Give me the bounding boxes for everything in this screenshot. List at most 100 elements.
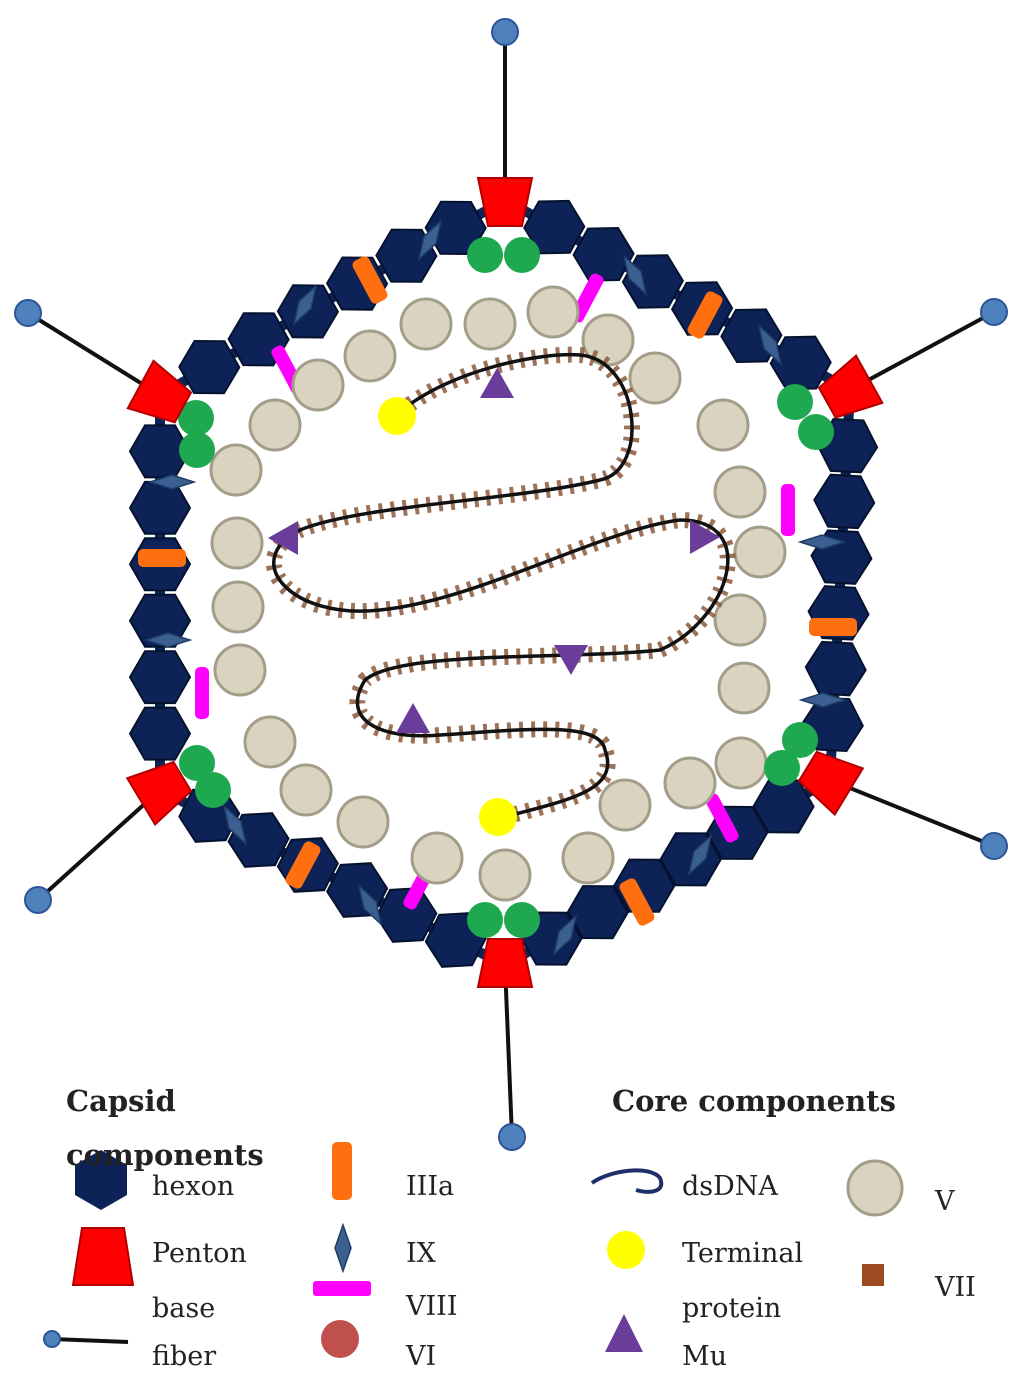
- hexon: [804, 640, 867, 697]
- protein-v: [598, 778, 652, 832]
- protein-ix: [417, 218, 443, 262]
- protein-v: [561, 831, 615, 885]
- legend-label-viii: VIII: [406, 1291, 458, 1322]
- protein-v: [696, 398, 750, 452]
- penton-green-protein: [467, 237, 503, 273]
- dsdna-icon: [590, 1168, 664, 1194]
- protein-ix: [798, 692, 848, 708]
- protein-v: [291, 358, 345, 412]
- protein-mu: [396, 703, 430, 733]
- protein-viii: [781, 484, 795, 536]
- protein-v: [410, 831, 464, 885]
- protein-ix: [552, 913, 578, 957]
- protein-v-ring: [209, 285, 787, 902]
- legend-core-heading: Core components: [612, 1084, 896, 1118]
- protein-v: [663, 756, 717, 810]
- dsdna-core: [265, 346, 736, 836]
- protein-v: [211, 580, 265, 634]
- protein-ix: [222, 803, 248, 847]
- penton-base: [797, 750, 865, 817]
- protein-viii: [195, 667, 209, 719]
- fiber-icon-shaft: [51, 1337, 129, 1344]
- viii-icon: [313, 1281, 371, 1296]
- hexon: [566, 885, 630, 940]
- fiber-shaft: [503, 964, 514, 1138]
- protein-v: [714, 736, 768, 790]
- hexon: [227, 812, 290, 868]
- legend-capsid-heading: Capsid: [66, 1084, 176, 1118]
- penton-green-protein: [782, 722, 818, 758]
- fiber-shaft: [26, 311, 162, 397]
- penton-green-protein: [504, 902, 540, 938]
- penton-green-protein: [179, 745, 215, 781]
- legend-label-fiber: fiber: [152, 1341, 217, 1372]
- protein-ix: [757, 323, 783, 367]
- terminal-protein: [479, 798, 517, 836]
- protein-v: [463, 297, 517, 351]
- protein-iiia: [285, 841, 321, 889]
- hexon: [128, 650, 192, 705]
- protein-mu: [690, 520, 720, 554]
- hexon-icon: [75, 1150, 127, 1210]
- fiber-knob: [980, 298, 1008, 326]
- protein-v: [628, 351, 682, 405]
- protein-v-icon: [846, 1159, 904, 1217]
- legend-icons: [43, 1142, 904, 1358]
- protein-v: [209, 443, 263, 497]
- fiber-icon: [43, 1330, 61, 1348]
- terminal-protein-icon: [607, 1231, 645, 1269]
- protein-v: [733, 525, 787, 579]
- protein-vii-icon: [862, 1264, 884, 1286]
- penton-green-protein: [504, 237, 540, 273]
- protein-ix: [797, 534, 847, 550]
- fiber-knob: [24, 886, 52, 914]
- penton-green-protein: [798, 414, 834, 450]
- protein-viii: [705, 793, 739, 843]
- hexon: [128, 480, 192, 535]
- legend-label-vii: VII: [935, 1272, 976, 1303]
- hexon: [752, 779, 815, 834]
- penton-base: [476, 938, 534, 988]
- protein-ix: [292, 283, 318, 327]
- legend-label-iiia: IIIa: [406, 1171, 455, 1202]
- protein-ix: [357, 883, 383, 927]
- legend-capsid-heading-2: components: [66, 1138, 264, 1172]
- dsdna-strand: [272, 352, 730, 820]
- protein-iiia: [809, 618, 857, 636]
- hexon: [128, 706, 192, 761]
- penton-base: [126, 359, 193, 424]
- protein-mu: [480, 368, 514, 398]
- protein-v: [478, 848, 532, 902]
- protein-mu: [268, 521, 298, 555]
- hexon: [178, 339, 241, 395]
- terminal-protein: [378, 397, 416, 435]
- penton-icon: [71, 1227, 135, 1286]
- penton-green-protein: [764, 750, 800, 786]
- protein-mu: [554, 645, 588, 675]
- legend-label-penton: Penton: [152, 1238, 247, 1269]
- protein-iiia: [619, 878, 655, 926]
- protein-v: [526, 285, 580, 339]
- penton-green-protein: [195, 772, 231, 808]
- penton-green-protein: [777, 384, 813, 420]
- legend-label-ix: IX: [406, 1238, 436, 1269]
- protein-v: [343, 329, 397, 383]
- legend-label-base: base: [152, 1293, 216, 1324]
- protein-v: [279, 763, 333, 817]
- fiber-shaft: [849, 310, 995, 392]
- protein-ix: [622, 253, 648, 297]
- legend-label-terminal: Terminal: [682, 1238, 804, 1269]
- fiber-knob: [491, 18, 519, 46]
- penton-base: [125, 760, 193, 827]
- vi-icon: [321, 1320, 359, 1358]
- protein-v: [243, 715, 297, 769]
- fiber-shaft: [36, 788, 162, 902]
- penton-green-protein: [467, 902, 503, 938]
- legend-label-mu: Mu: [682, 1341, 728, 1372]
- fibers: [14, 18, 1008, 1151]
- legend-label-v: V: [935, 1186, 955, 1217]
- protein-v: [717, 661, 771, 715]
- hexon: [375, 228, 438, 283]
- fiber-knob: [14, 299, 42, 327]
